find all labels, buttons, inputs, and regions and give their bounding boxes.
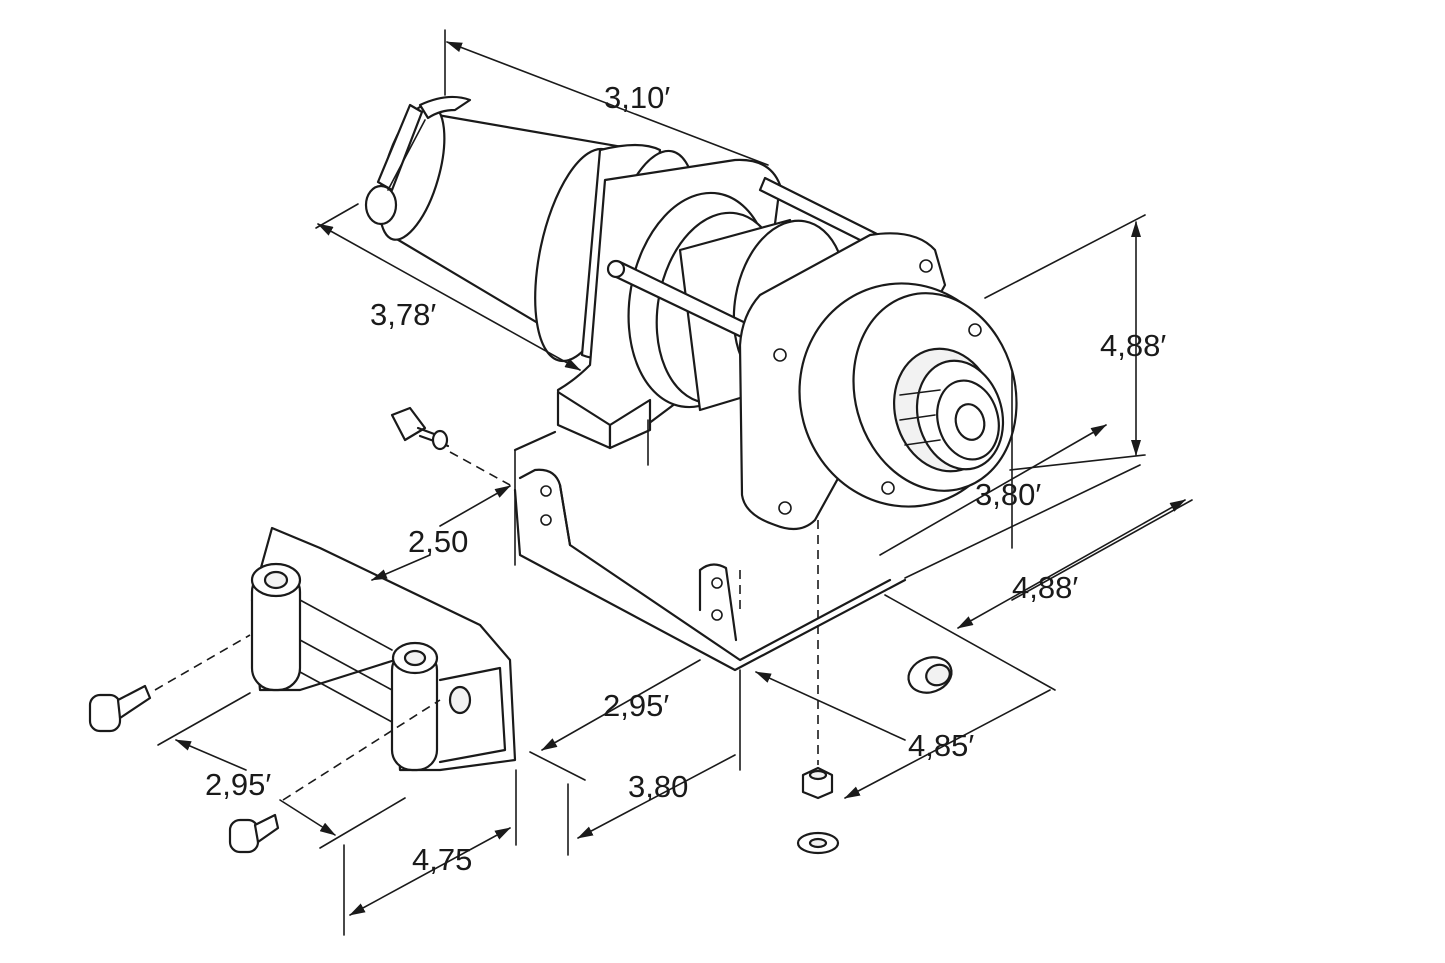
dim-label-310: 3,10′ bbox=[604, 80, 670, 115]
dim-label-378: 3,78′ bbox=[370, 297, 436, 332]
bolt-fairlead-bottom bbox=[228, 813, 280, 854]
dim-label-485: 4,85′ bbox=[908, 728, 974, 763]
dim-label-380-base: 3,80 bbox=[628, 769, 688, 804]
bolt-fairlead-top bbox=[88, 684, 152, 733]
bolt-top bbox=[390, 406, 450, 451]
dimension-labels: 3,10′ 3,78′ 4,88′ 3,80′ 4,88′ 2,50 2,95′… bbox=[205, 80, 1166, 877]
roller-fairlead bbox=[250, 526, 517, 772]
dim-label-380-depth: 3,80′ bbox=[975, 477, 1041, 512]
nut bbox=[801, 766, 834, 800]
winch-body bbox=[364, 95, 1018, 531]
bushing bbox=[907, 656, 953, 694]
dim-label-488-vertical: 4,88′ bbox=[1100, 328, 1166, 363]
dim-label-295-fairlead: 2,95′ bbox=[205, 767, 271, 802]
gearbox bbox=[798, 282, 1018, 508]
washer bbox=[796, 831, 840, 855]
alignment-lines bbox=[154, 451, 819, 801]
dim-label-475: 4,75 bbox=[412, 842, 472, 877]
dim-label-488-base: 4,88′ bbox=[1012, 570, 1078, 605]
mounting-base bbox=[513, 419, 907, 672]
dimension-lines bbox=[157, 29, 1193, 936]
dim-label-295-base: 2,95′ bbox=[603, 688, 669, 723]
dim-label-250: 2,50 bbox=[408, 524, 468, 559]
